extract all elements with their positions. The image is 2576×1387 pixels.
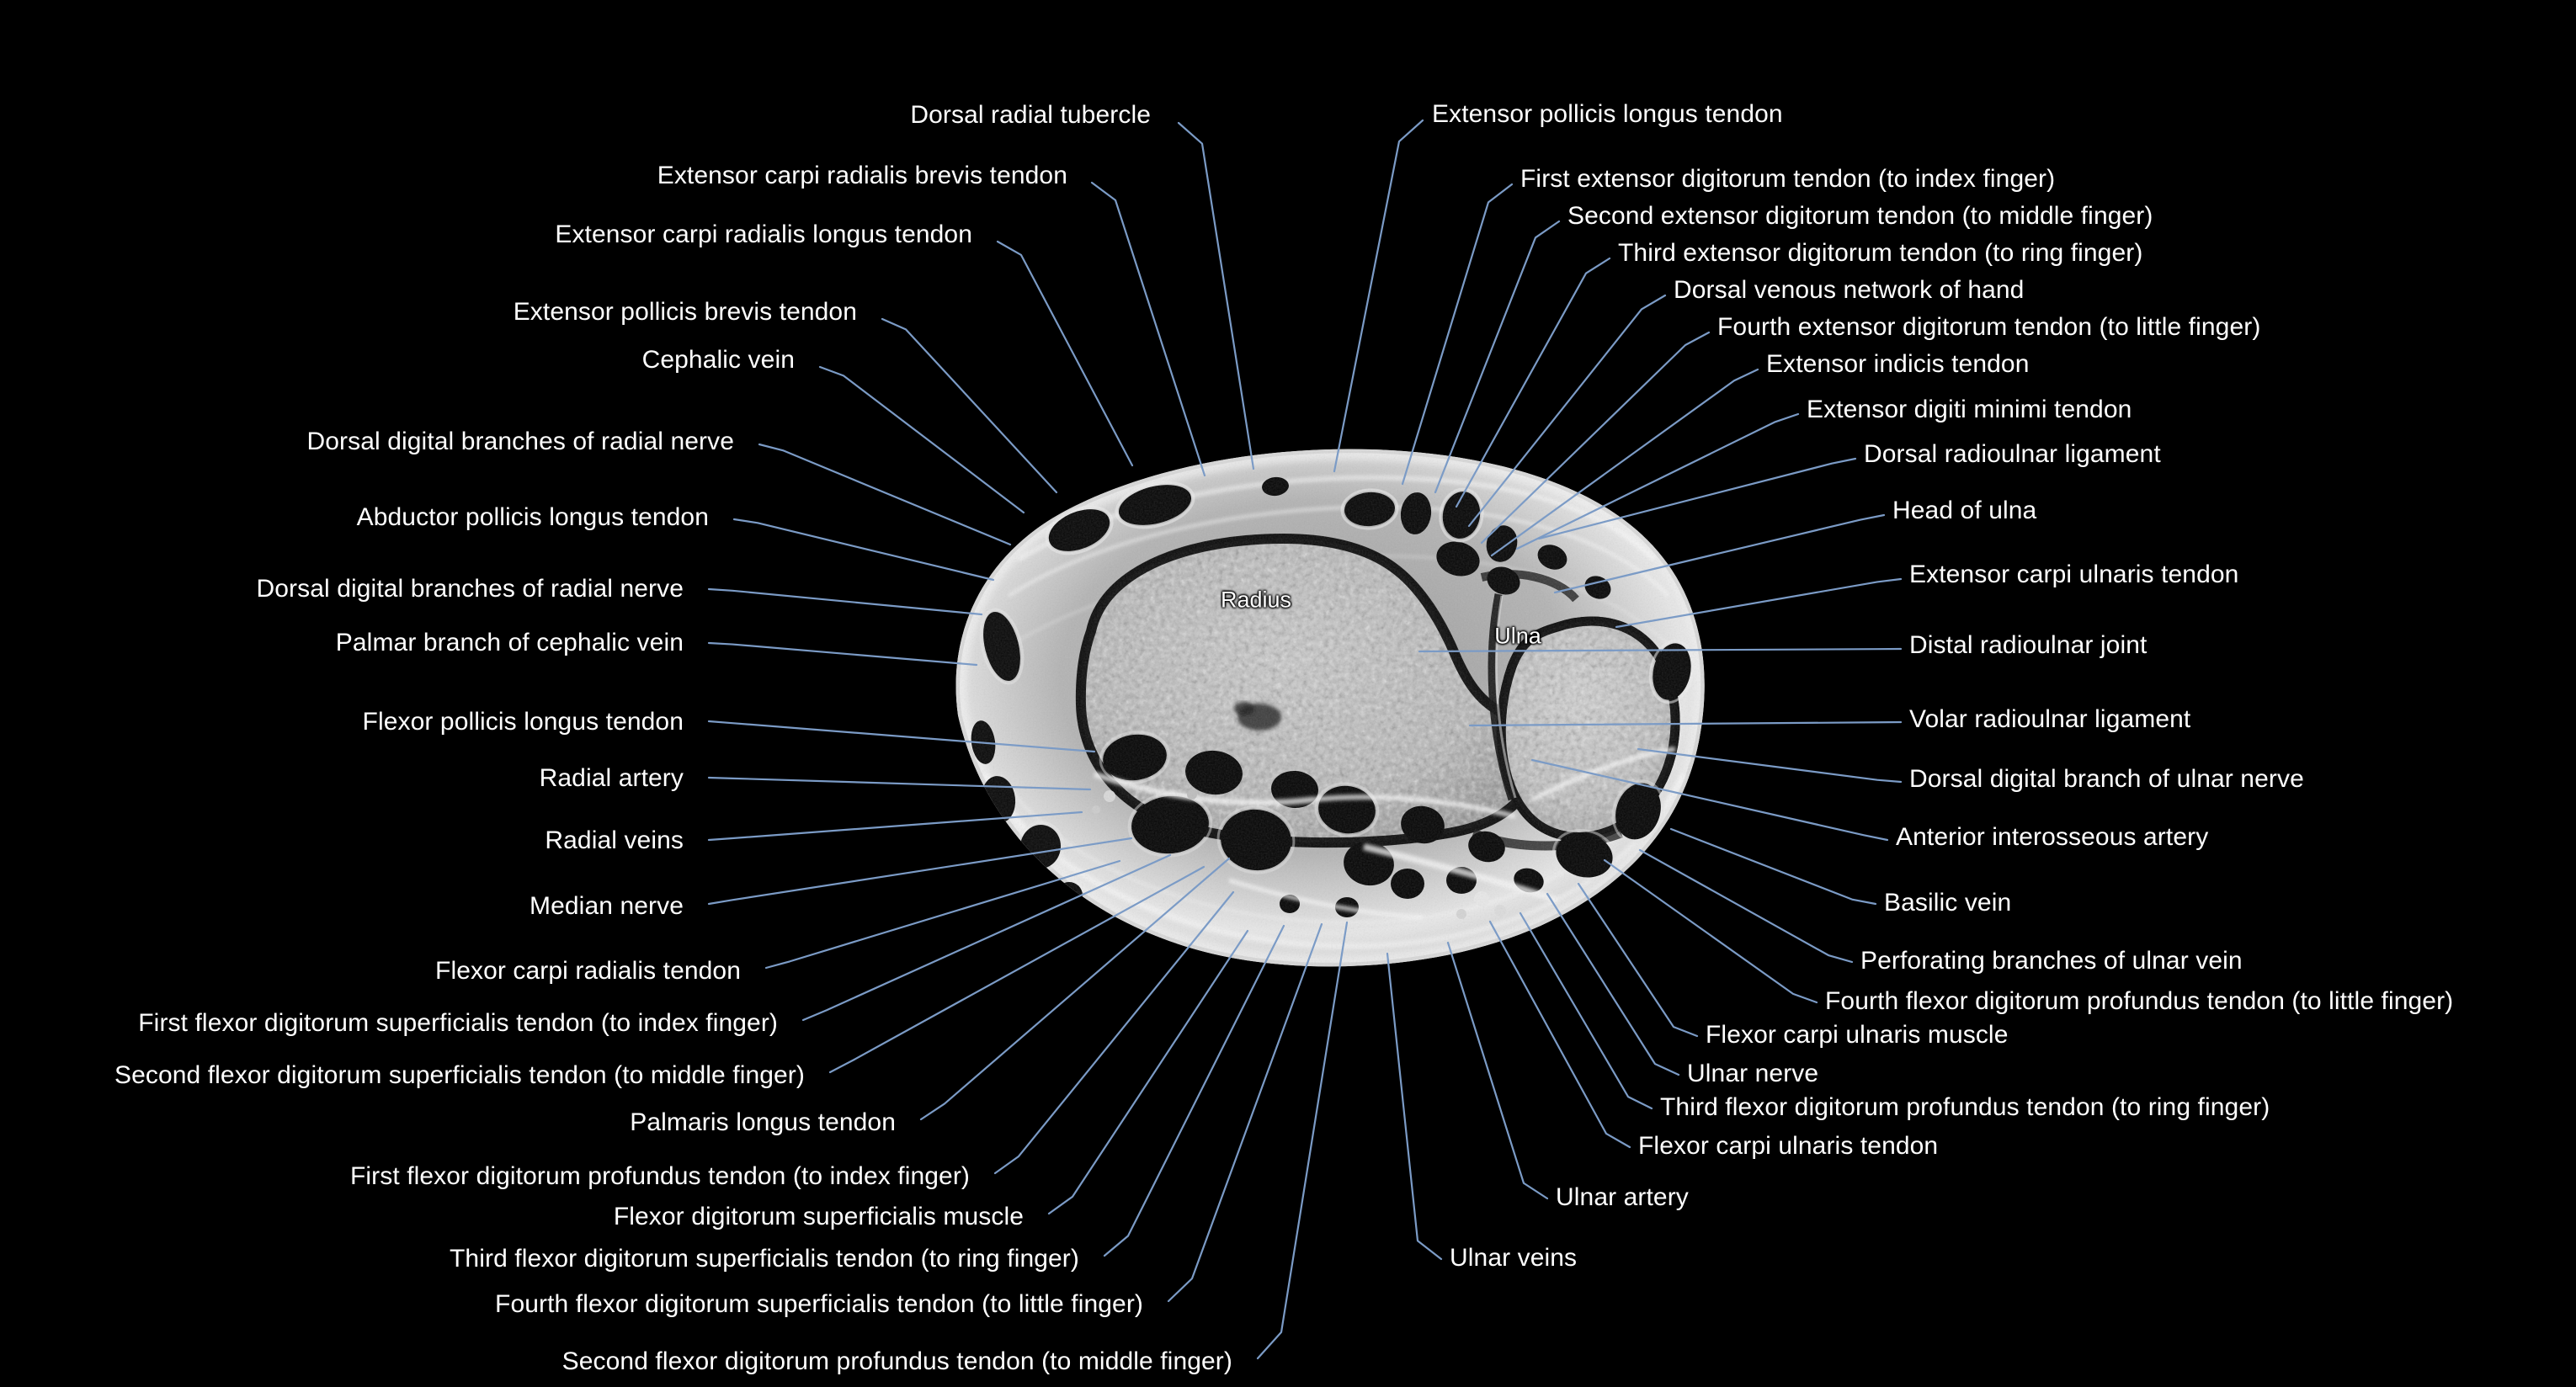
label-volar-radioulnar-ligament: Volar radioulnar ligament (1909, 705, 2191, 733)
label-fourth-flexor-digitorum-superficialis-tendon-to-little-finge: Fourth flexor digitorum superficialis te… (495, 1290, 1143, 1318)
label-dorsal-radioulnar-ligament: Dorsal radioulnar ligament (1864, 440, 2161, 468)
label-ulnar-nerve: Ulnar nerve (1687, 1060, 1819, 1087)
label-basilic-vein: Basilic vein (1884, 889, 2012, 917)
label-dorsal-digital-branch-of-ulnar-nerve: Dorsal digital branch of ulnar nerve (1909, 765, 2304, 793)
label-ulnar-veins: Ulnar veins (1450, 1244, 1578, 1272)
label-third-flexor-digitorum-superficialis-tendon-to-ring-finger: Third flexor digitorum superficialis ten… (450, 1245, 1079, 1273)
label-palmar-branch-of-cephalic-vein: Palmar branch of cephalic vein (335, 629, 684, 656)
label-first-extensor-digitorum-tendon-to-index-finger: First extensor digitorum tendon (to inde… (1520, 165, 2056, 193)
label-third-flexor-digitorum-profundus-tendon-to-ring-finger: Third flexor digitorum profundus tendon … (1660, 1093, 2270, 1121)
label-extensor-indicis-tendon: Extensor indicis tendon (1766, 350, 2030, 378)
label-radial-artery: Radial artery (539, 764, 684, 792)
label-abductor-pollicis-longus-tendon: Abductor pollicis longus tendon (356, 503, 709, 531)
label-anterior-interosseous-artery: Anterior interosseous artery (1896, 823, 2209, 851)
label-extensor-digiti-minimi-tendon: Extensor digiti minimi tendon (1807, 396, 2132, 423)
label-dorsal-digital-branches-of-radial-nerve: Dorsal digital branches of radial nerve (256, 575, 684, 603)
label-extensor-pollicis-brevis-tendon: Extensor pollicis brevis tendon (513, 298, 857, 326)
label-median-nerve: Median nerve (530, 892, 684, 920)
label-second-flexor-digitorum-superficialis-tendon-to-middle-finge: Second flexor digitorum superficialis te… (114, 1061, 805, 1089)
label-cephalic-vein: Cephalic vein (641, 346, 795, 374)
label-second-flexor-digitorum-profundus-tendon-to-middle-finger: Second flexor digitorum profundus tendon… (562, 1347, 1232, 1375)
label-flexor-carpi-ulnaris-tendon: Flexor carpi ulnaris tendon (1638, 1132, 1939, 1160)
label-fourth-extensor-digitorum-tendon-to-little-finger: Fourth extensor digitorum tendon (to lit… (1717, 313, 2261, 341)
label-radial-veins: Radial veins (545, 826, 684, 854)
label-extensor-carpi-ulnaris-tendon: Extensor carpi ulnaris tendon (1909, 561, 2239, 588)
label-ulnar-artery: Ulnar artery (1556, 1183, 1689, 1211)
mri-scan-image (892, 379, 1743, 1002)
bone-label-ulna: Ulna (1494, 623, 1541, 649)
bone-label-radius: Radius (1220, 587, 1292, 613)
label-extensor-carpi-radialis-brevis-tendon: Extensor carpi radialis brevis tendon (657, 162, 1067, 189)
label-extensor-pollicis-longus-tendon: Extensor pollicis longus tendon (1432, 100, 1783, 128)
label-extensor-carpi-radialis-longus-tendon: Extensor carpi radialis longus tendon (555, 221, 972, 248)
label-fourth-flexor-digitorum-profundus-tendon-to-little-finger: Fourth flexor digitorum profundus tendon… (1825, 987, 2454, 1015)
label-second-extensor-digitorum-tendon-to-middle-finger: Second extensor digitorum tendon (to mid… (1567, 202, 2153, 230)
label-dorsal-digital-branches-of-radial-nerve: Dorsal digital branches of radial nerve (306, 428, 734, 455)
label-distal-radioulnar-joint: Distal radioulnar joint (1909, 631, 2148, 659)
label-head-of-ulna: Head of ulna (1892, 497, 2037, 524)
label-flexor-digitorum-superficialis-muscle: Flexor digitorum superficialis muscle (613, 1203, 1024, 1230)
label-flexor-carpi-radialis-tendon: Flexor carpi radialis tendon (435, 957, 741, 985)
label-first-flexor-digitorum-profundus-tendon-to-index-finger: First flexor digitorum profundus tendon … (349, 1162, 970, 1190)
label-flexor-pollicis-longus-tendon: Flexor pollicis longus tendon (362, 708, 684, 736)
label-first-flexor-digitorum-superficialis-tendon-to-index-finger: First flexor digitorum superficialis ten… (138, 1009, 778, 1037)
label-palmaris-longus-tendon: Palmaris longus tendon (630, 1108, 896, 1136)
label-perforating-branches-of-ulnar-vein: Perforating branches of ulnar vein (1860, 947, 2243, 975)
label-third-extensor-digitorum-tendon-to-ring-finger: Third extensor digitorum tendon (to ring… (1618, 239, 2143, 267)
label-flexor-carpi-ulnaris-muscle: Flexor carpi ulnaris muscle (1706, 1021, 2009, 1049)
label-dorsal-venous-network-of-hand: Dorsal venous network of hand (1674, 276, 2025, 304)
label-dorsal-radial-tubercle: Dorsal radial tubercle (910, 101, 1151, 129)
